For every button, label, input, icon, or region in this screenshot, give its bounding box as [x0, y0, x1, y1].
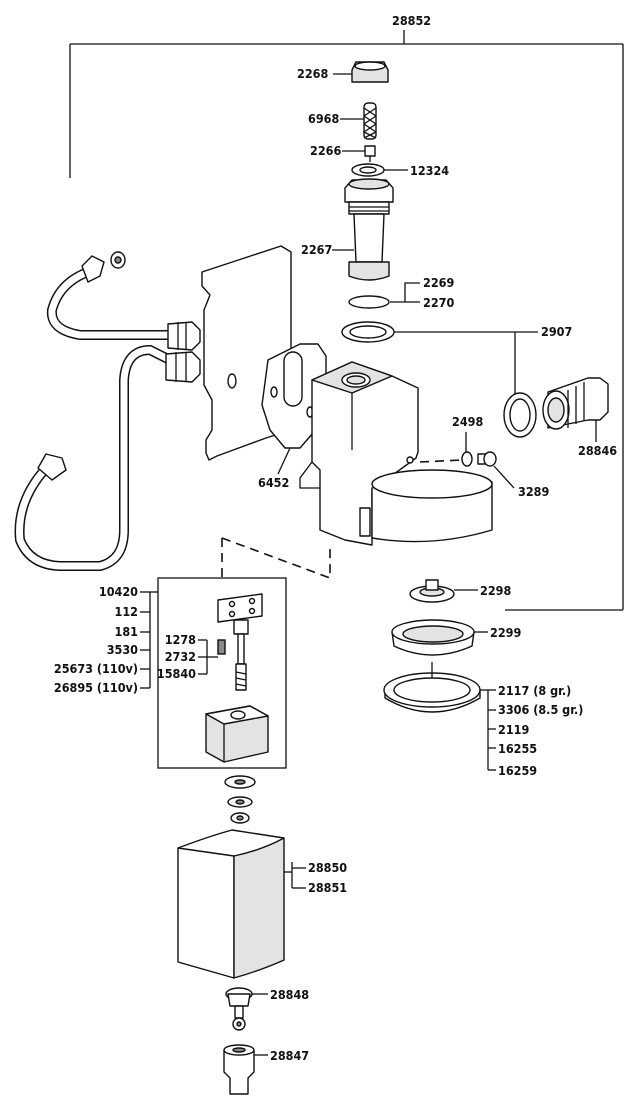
label-2907: 2907	[541, 324, 572, 339]
coil-washers	[224, 775, 256, 824]
label-16255: 16255	[498, 741, 537, 756]
part-2268-cap	[351, 61, 389, 83]
label-15840: 15840	[157, 666, 196, 681]
label-2498: 2498	[452, 414, 483, 429]
label-1278: 1278	[165, 632, 196, 647]
part-3289-screw	[477, 451, 497, 467]
label-2270: 2270	[423, 295, 454, 310]
part-28846-plug	[542, 377, 609, 430]
part-28850-cover	[177, 829, 285, 979]
label-3306: 3306 (8.5 gr.)	[498, 702, 583, 717]
label-2268: 2268	[297, 66, 328, 81]
part-28848-connector	[225, 987, 253, 1031]
label-12324: 12324	[410, 163, 449, 178]
part-2299-basket	[391, 619, 475, 656]
label-2269: 2269	[423, 275, 454, 290]
label-112: 112	[115, 604, 138, 619]
label-28850: 28850	[308, 860, 347, 875]
part-6968-filter	[363, 102, 377, 140]
label-28852: 28852	[392, 13, 431, 28]
part-2267-fitting	[344, 178, 394, 281]
label-2266: 2266	[310, 143, 341, 158]
label-6452: 6452	[258, 475, 289, 490]
part-28847-nut	[223, 1044, 255, 1095]
part-12324-washer	[351, 163, 385, 177]
part-2498-washer	[461, 451, 473, 467]
label-2732: 2732	[165, 649, 196, 664]
part-2298-screen	[409, 579, 455, 603]
solenoid-box	[157, 577, 287, 769]
part-2269-oring	[348, 295, 390, 309]
solenoid-valve	[217, 593, 263, 691]
label-28847: 28847	[270, 1048, 309, 1063]
part-2117-ring	[383, 672, 481, 713]
label-181: 181	[115, 624, 139, 639]
label-2298: 2298	[480, 583, 511, 598]
label-26895: 26895 (110v)	[54, 680, 138, 695]
left-tubes	[14, 251, 201, 571]
label-2267: 2267	[301, 242, 332, 257]
label-2117: 2117 (8 gr.)	[498, 683, 571, 698]
part-6452-bracket	[261, 343, 327, 449]
label-3289: 3289	[518, 484, 549, 499]
part-2907-gasket	[341, 321, 395, 343]
label-3530: 3530	[107, 642, 138, 657]
part-2907-ring	[503, 392, 537, 438]
label-10420: 10420	[99, 584, 138, 599]
solenoid-coil	[205, 705, 269, 763]
assembly-bracket	[69, 30, 624, 611]
label-2119: 2119	[498, 722, 529, 737]
group-head	[299, 361, 493, 546]
label-28846: 28846	[578, 443, 617, 458]
label-28848: 28848	[270, 987, 309, 1002]
label-25673: 25673 (110v)	[54, 661, 138, 676]
part-2266-jet	[364, 145, 376, 162]
label-2299: 2299	[490, 625, 521, 640]
label-6968: 6968	[308, 111, 339, 126]
label-16259: 16259	[498, 763, 537, 778]
label-28851: 28851	[308, 880, 347, 895]
